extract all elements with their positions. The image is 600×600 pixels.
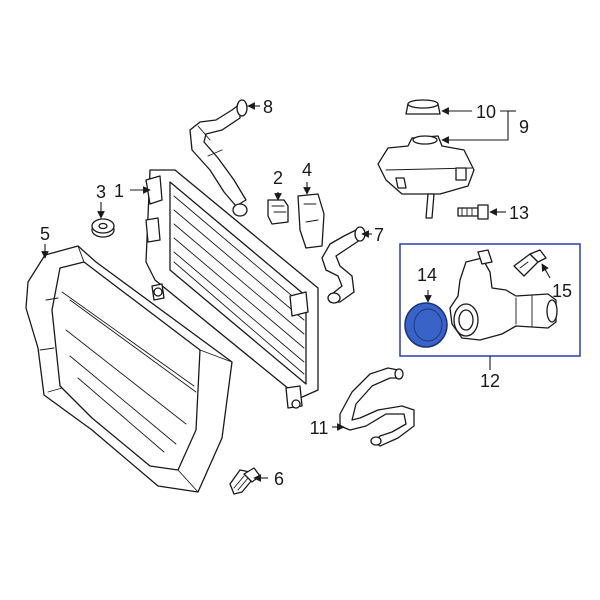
thermostat-seal[interactable] [404, 302, 448, 348]
reservoir-cap[interactable] [405, 99, 441, 115]
callout-14: 14 [417, 265, 437, 285]
radiator[interactable] [145, 169, 319, 409]
callout-8: 8 [263, 97, 273, 117]
fan-shroud[interactable] [25, 245, 233, 493]
callout-10: 10 [476, 102, 496, 122]
thermostat-housing[interactable] [449, 249, 558, 341]
callout-4: 4 [302, 160, 312, 180]
callout-3: 3 [96, 182, 106, 202]
callout-12: 12 [480, 371, 500, 391]
bracket[interactable] [297, 193, 325, 249]
callout-11: 11 [310, 418, 329, 438]
coolant-reservoir[interactable] [377, 135, 475, 219]
mounting-clip[interactable] [267, 199, 289, 225]
callout-6: 6 [274, 469, 284, 489]
grommet[interactable] [91, 218, 115, 238]
leader-lines [41, 102, 551, 482]
callout-9: 9 [519, 117, 529, 137]
bolt-6[interactable] [229, 467, 261, 495]
callout-13: 13 [509, 203, 529, 223]
coolant-hose[interactable] [321, 226, 366, 304]
upper-hose[interactable] [189, 99, 248, 217]
temperature-sensor[interactable] [513, 249, 547, 277]
callout-1: 1 [114, 181, 124, 201]
lower-hose[interactable] [339, 367, 415, 447]
callout-2: 2 [273, 168, 283, 188]
callout-labels: 1 2 3 4 5 6 7 8 9 10 11 12 13 14 15 [40, 97, 572, 489]
callout-15: 15 [552, 281, 572, 301]
bolt-13[interactable] [457, 204, 489, 220]
callout-5: 5 [40, 224, 50, 244]
callout-7: 7 [374, 225, 384, 245]
